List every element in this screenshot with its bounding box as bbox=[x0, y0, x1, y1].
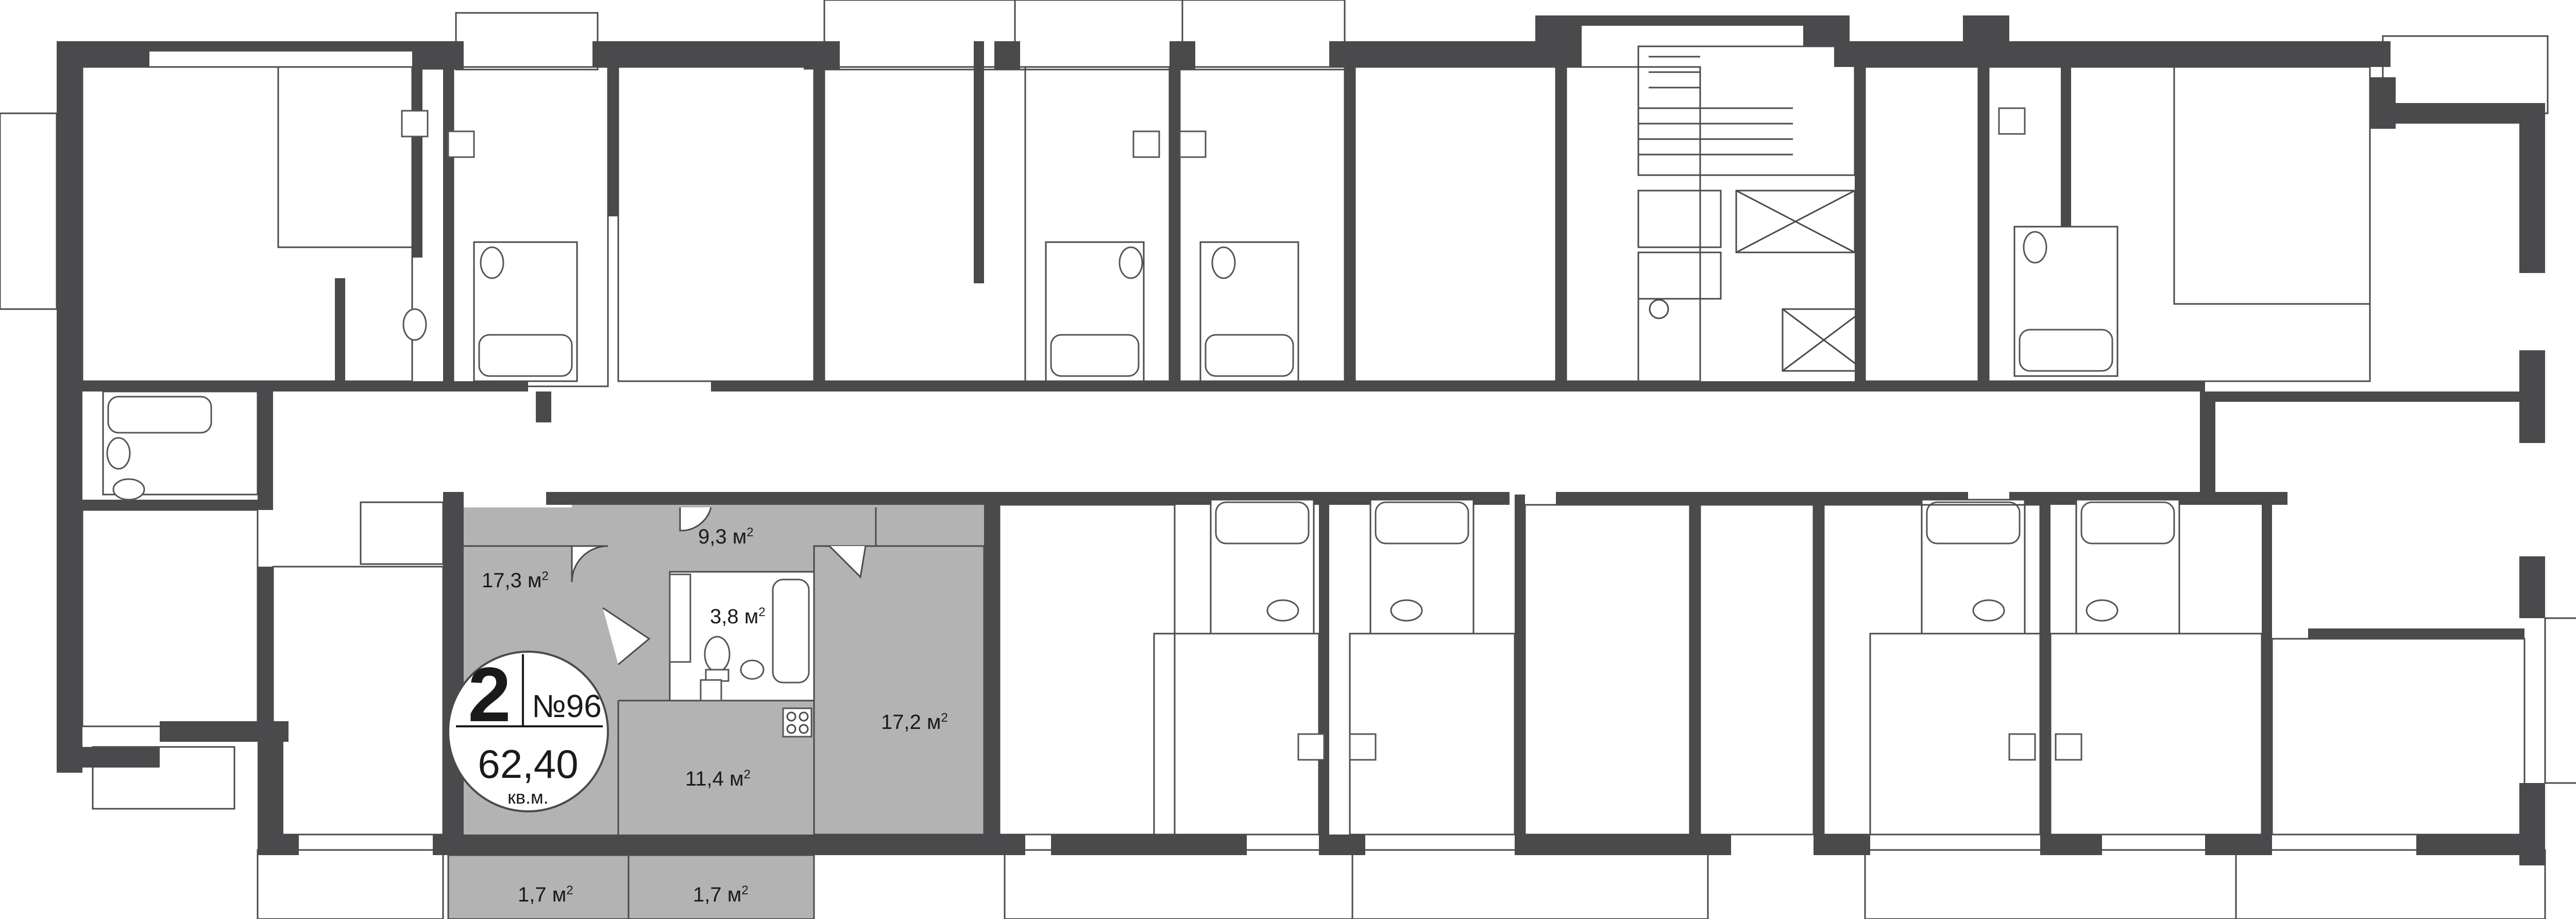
room-area-value: 9,3 bbox=[698, 525, 727, 548]
interior-lines bbox=[81, 45, 2526, 836]
walls bbox=[57, 15, 2545, 865]
apartment-96-interior bbox=[443, 507, 985, 836]
room-area-value: 1,7 bbox=[693, 883, 722, 906]
room-area-value: 11,4 bbox=[685, 768, 724, 790]
room-area-labels: 17,3 м2 9,3 м2 3,8 м2 11,4 м2 17,2 м2 1,… bbox=[482, 525, 948, 906]
apartment-area-unit: кв.м. bbox=[507, 787, 549, 808]
balcony-right-highlighted bbox=[628, 854, 815, 919]
apartment-badge: 2 №96 62,40 кв.м. bbox=[447, 651, 609, 812]
room-area-label: 17,2 м2 bbox=[881, 711, 948, 734]
fixtures bbox=[106, 107, 2119, 761]
apartment-badge-circle bbox=[447, 651, 609, 812]
room-area-value: 1,7 bbox=[518, 883, 547, 906]
room-area-label: 1,7 м2 bbox=[518, 883, 573, 906]
room-area-value: 17,3 bbox=[482, 569, 522, 592]
room-area-label: 9,3 м2 bbox=[698, 525, 754, 548]
apartment-number: №96 bbox=[532, 689, 601, 724]
balcony-left-highlighted bbox=[447, 854, 630, 919]
apartment-room-count: 2 bbox=[468, 651, 511, 738]
room-area-label: 1,7 м2 bbox=[693, 883, 749, 906]
room-area-label: 17,3 м2 bbox=[482, 569, 549, 592]
room-area-label: 3,8 м2 bbox=[710, 605, 766, 628]
room-area-value: 3,8 bbox=[710, 605, 739, 628]
apartment-total-area: 62,40 bbox=[478, 741, 578, 787]
room-area-label: 11,4 м2 bbox=[685, 768, 751, 790]
room-area-value: 17,2 bbox=[881, 711, 921, 734]
